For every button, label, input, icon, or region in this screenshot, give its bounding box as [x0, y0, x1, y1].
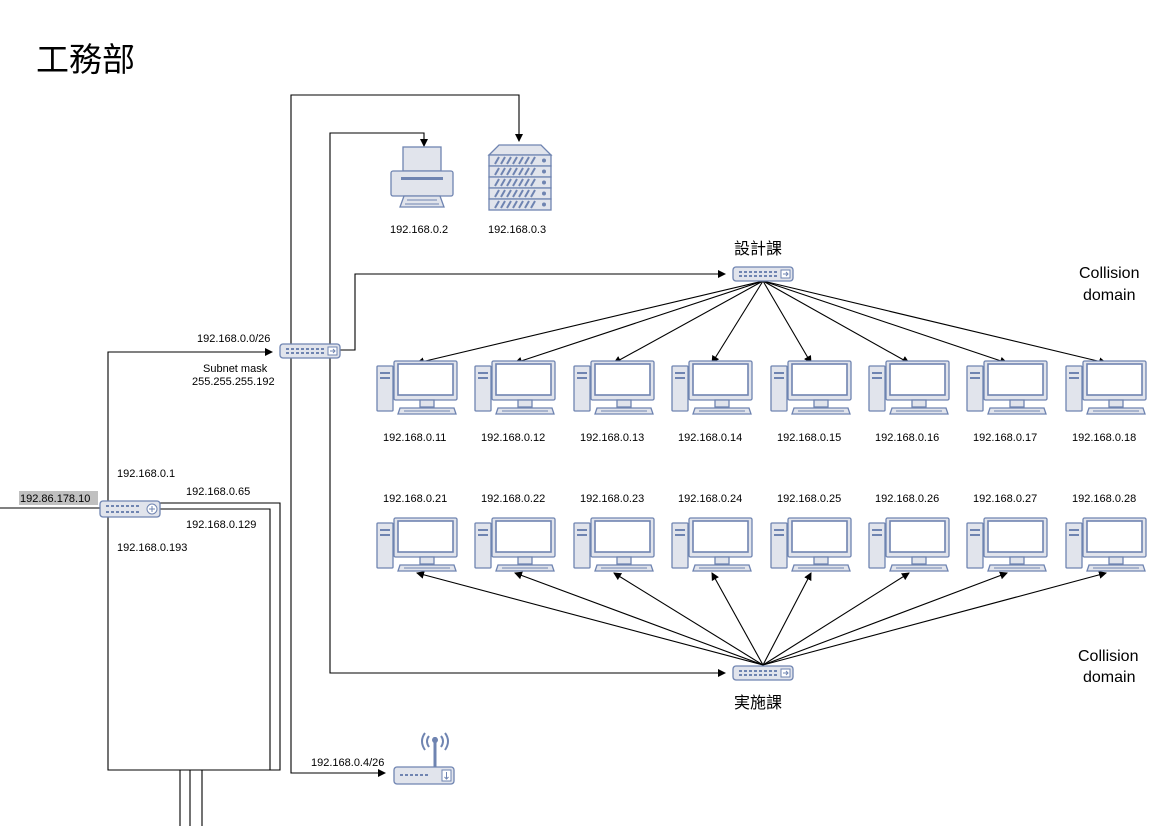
design-collision-line1: Collision	[1079, 265, 1139, 282]
link-to-server	[290, 94, 523, 344]
design-pc-row: 192.168.0.11 192.168.0.12 192.168.0.13 192.…	[376, 360, 1147, 444]
server-icon[interactable]	[487, 144, 553, 211]
exec-switch[interactable]	[732, 665, 794, 681]
exec-pc-ip: 192.168.0.28	[1072, 493, 1136, 505]
exec-fan-link	[613, 572, 764, 666]
link-to-wireless-ap	[290, 358, 386, 777]
exec-fan-link	[514, 571, 764, 666]
design-pc-ip: 192.168.0.12	[481, 432, 545, 444]
design-fan-link	[514, 280, 764, 365]
design-pc-ip: 192.168.0.13	[580, 432, 644, 444]
exec-pc-ip: 192.168.0.22	[481, 493, 545, 505]
link-to-exec-switch	[329, 358, 726, 677]
exec-pc-icon[interactable]	[966, 517, 1048, 572]
exec-fan-link	[416, 570, 764, 666]
design-switch[interactable]	[732, 266, 794, 282]
exec-fan-links	[416, 570, 1107, 666]
exec-pc-icon[interactable]	[868, 517, 950, 572]
design-collision-line2: domain	[1083, 287, 1135, 304]
design-pc-icon[interactable]	[474, 360, 556, 415]
link-router-port-65	[160, 502, 281, 826]
design-pc-icon[interactable]	[573, 360, 655, 415]
router[interactable]	[99, 500, 161, 518]
design-section-name: 設計課	[734, 240, 782, 258]
design-fan-link	[762, 280, 910, 364]
exec-fan-link	[762, 572, 910, 666]
exec-pc-icon[interactable]	[1065, 517, 1147, 572]
design-pc-ip: 192.168.0.17	[973, 432, 1037, 444]
link-router-loop	[107, 508, 271, 771]
exec-collision-line1: Collision	[1078, 648, 1138, 665]
exec-pc-icon[interactable]	[474, 517, 556, 572]
router-port-129: 192.168.0.129	[186, 519, 256, 531]
router-port-193: 192.168.0.193	[117, 542, 187, 554]
design-pc-icon[interactable]	[868, 360, 950, 415]
exec-pc-ip: 192.168.0.24	[678, 493, 742, 505]
design-fan-link	[416, 280, 764, 366]
design-fan-link	[762, 280, 1107, 366]
page-title: 工務部	[36, 41, 135, 78]
printer-icon[interactable]	[390, 146, 454, 208]
server-ip: 192.168.0.3	[488, 224, 546, 236]
router-links	[0, 348, 281, 826]
design-pc-ip: 192.168.0.18	[1072, 432, 1136, 444]
design-pc-ip: 192.168.0.15	[777, 432, 841, 444]
router-port-65: 192.168.0.65	[186, 486, 250, 498]
exec-pc-ip: 192.168.0.25	[777, 493, 841, 505]
design-pc-ip: 192.168.0.14	[678, 432, 742, 444]
exec-pc-row: 192.168.0.21 192.168.0.22 192.168.0.23 192.…	[376, 493, 1147, 572]
exec-pc-ip: 192.168.0.26	[875, 493, 939, 505]
subnet-mask-label: Subnet mask	[203, 363, 268, 375]
exec-pc-ip: 192.168.0.27	[973, 493, 1037, 505]
design-fan-links	[416, 280, 1107, 366]
printer-ip: 192.168.0.2	[390, 224, 448, 236]
exec-pc-ip: 192.168.0.21	[383, 493, 447, 505]
exec-pc-icon[interactable]	[573, 517, 655, 572]
exec-pc-icon[interactable]	[770, 517, 852, 572]
exec-fan-link	[762, 572, 812, 666]
exec-pc-icon[interactable]	[376, 517, 458, 572]
design-pc-ip: 192.168.0.16	[875, 432, 939, 444]
main-switch[interactable]	[279, 343, 341, 359]
subnet-mask-value: 255.255.255.192	[192, 376, 275, 388]
link-to-printer	[329, 132, 428, 344]
exec-fan-link	[762, 570, 1107, 666]
main-switch-network: 192.168.0.0/26	[197, 333, 270, 345]
design-pc-ip: 192.168.0.11	[383, 432, 446, 444]
design-fan-link	[613, 280, 764, 364]
design-pc-icon[interactable]	[770, 360, 852, 415]
design-pc-icon[interactable]	[671, 360, 753, 415]
link-to-design-switch	[340, 270, 726, 351]
exec-fan-link	[762, 571, 1008, 666]
design-fan-link	[762, 280, 812, 364]
external-ip-label: 192.86.178.10	[20, 493, 90, 505]
design-fan-link	[762, 280, 1008, 365]
router-port-1: 192.168.0.1	[117, 468, 175, 480]
wireless-router-icon[interactable]	[393, 732, 455, 785]
design-pc-icon[interactable]	[966, 360, 1048, 415]
wireless-ap-ip: 192.168.0.4/26	[311, 757, 384, 769]
design-pc-icon[interactable]	[1065, 360, 1147, 415]
link-router-main-switch	[107, 348, 273, 502]
exec-section-name: 実施課	[734, 694, 782, 712]
exec-collision-line2: domain	[1083, 669, 1135, 686]
main-switch-links	[290, 94, 726, 777]
exec-pc-ip: 192.168.0.23	[580, 493, 644, 505]
exec-fan-link	[711, 572, 764, 666]
exec-pc-icon[interactable]	[671, 517, 753, 572]
design-fan-link	[711, 280, 764, 364]
external-ip-highlight	[19, 491, 98, 505]
design-pc-icon[interactable]	[376, 360, 458, 415]
